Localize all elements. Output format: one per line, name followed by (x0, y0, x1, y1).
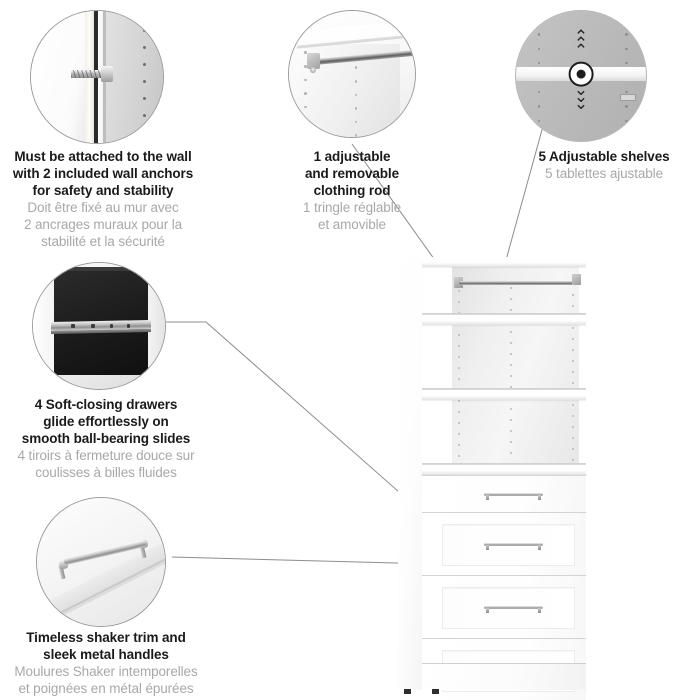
caption-adjustable-shelves: 5 Adjustable shelves 5 tablettes ajustab… (508, 148, 700, 182)
clothing-rod-bracket-left (454, 277, 463, 288)
product-foot-right (432, 689, 439, 694)
clothing-rod-bracket-right (572, 274, 581, 285)
caption-clothing-rod-fr: 1 tringle réglable et amovible (302, 200, 401, 232)
drawer-handle-3[interactable] (484, 605, 544, 613)
caption-adjustable-shelves-fr: 5 tablettes ajustable (545, 166, 663, 181)
clothing-rod (459, 281, 573, 285)
caption-wall-anchor-fr: Doit être fixé au mur avec 2 ancrages mu… (23, 200, 183, 249)
product-illustration (398, 257, 586, 700)
product-drawer-1[interactable] (422, 475, 586, 513)
product-drawer-3[interactable] (422, 575, 586, 639)
wall-anchor-screw-icon (70, 70, 105, 79)
caption-clothing-rod-en: 1 adjustable and removable clothing rod (305, 149, 399, 198)
product-carcass (422, 257, 586, 700)
product-drawer-2[interactable] (422, 512, 586, 576)
caption-drawer-slides-fr: 4 tiroirs à fermeture douce sur coulisse… (17, 448, 195, 480)
caption-shaker-handles-fr: Moulures Shaker intemporelles et poignée… (14, 664, 198, 696)
caption-wall-anchor-en: Must be attached to the wall with 2 incl… (12, 149, 194, 198)
product-shelf-1 (422, 315, 586, 325)
product-base-plinth (422, 663, 586, 690)
caption-drawer-slides: 4 Soft-closing drawers glide effortlessl… (0, 396, 212, 481)
product-interior-back (452, 265, 579, 480)
metal-handle-detail-photo (36, 497, 166, 627)
drawer-slide-detail-photo (32, 262, 166, 390)
caption-shaker-handles: Timeless shaker trim and sleek metal han… (0, 629, 212, 697)
clothing-rod-detail-photo (288, 10, 416, 138)
product-left-side-panel (398, 257, 424, 690)
product-foot-left (404, 689, 411, 694)
chevron-down-icon: ⌄⌄⌄ (573, 80, 589, 114)
caption-shaker-handles-en: Timeless shaker trim and sleek metal han… (26, 630, 186, 662)
caption-adjustable-shelves-en: 5 Adjustable shelves (538, 149, 670, 164)
shelf-adjust-target-icon (568, 61, 594, 87)
chevron-up-icon: ⌃⌃⌃ (573, 27, 589, 61)
drawer-handle-1[interactable] (484, 493, 544, 501)
product-shelf-2 (422, 390, 586, 400)
caption-drawer-slides-en: 4 Soft-closing drawers glide effortlessl… (21, 397, 191, 446)
caption-clothing-rod: 1 adjustable and removable clothing rod … (272, 148, 432, 233)
product-shelf-top (422, 257, 586, 267)
caption-wall-anchor: Must be attached to the wall with 2 incl… (0, 148, 206, 250)
adjustable-shelf-detail-photo: ⌃⌃⌃ ⌄⌄⌄ (515, 10, 647, 142)
product-shelf-3 (422, 465, 586, 475)
drawer-handle-2[interactable] (484, 542, 544, 550)
wall-anchor-detail-photo (30, 10, 164, 144)
